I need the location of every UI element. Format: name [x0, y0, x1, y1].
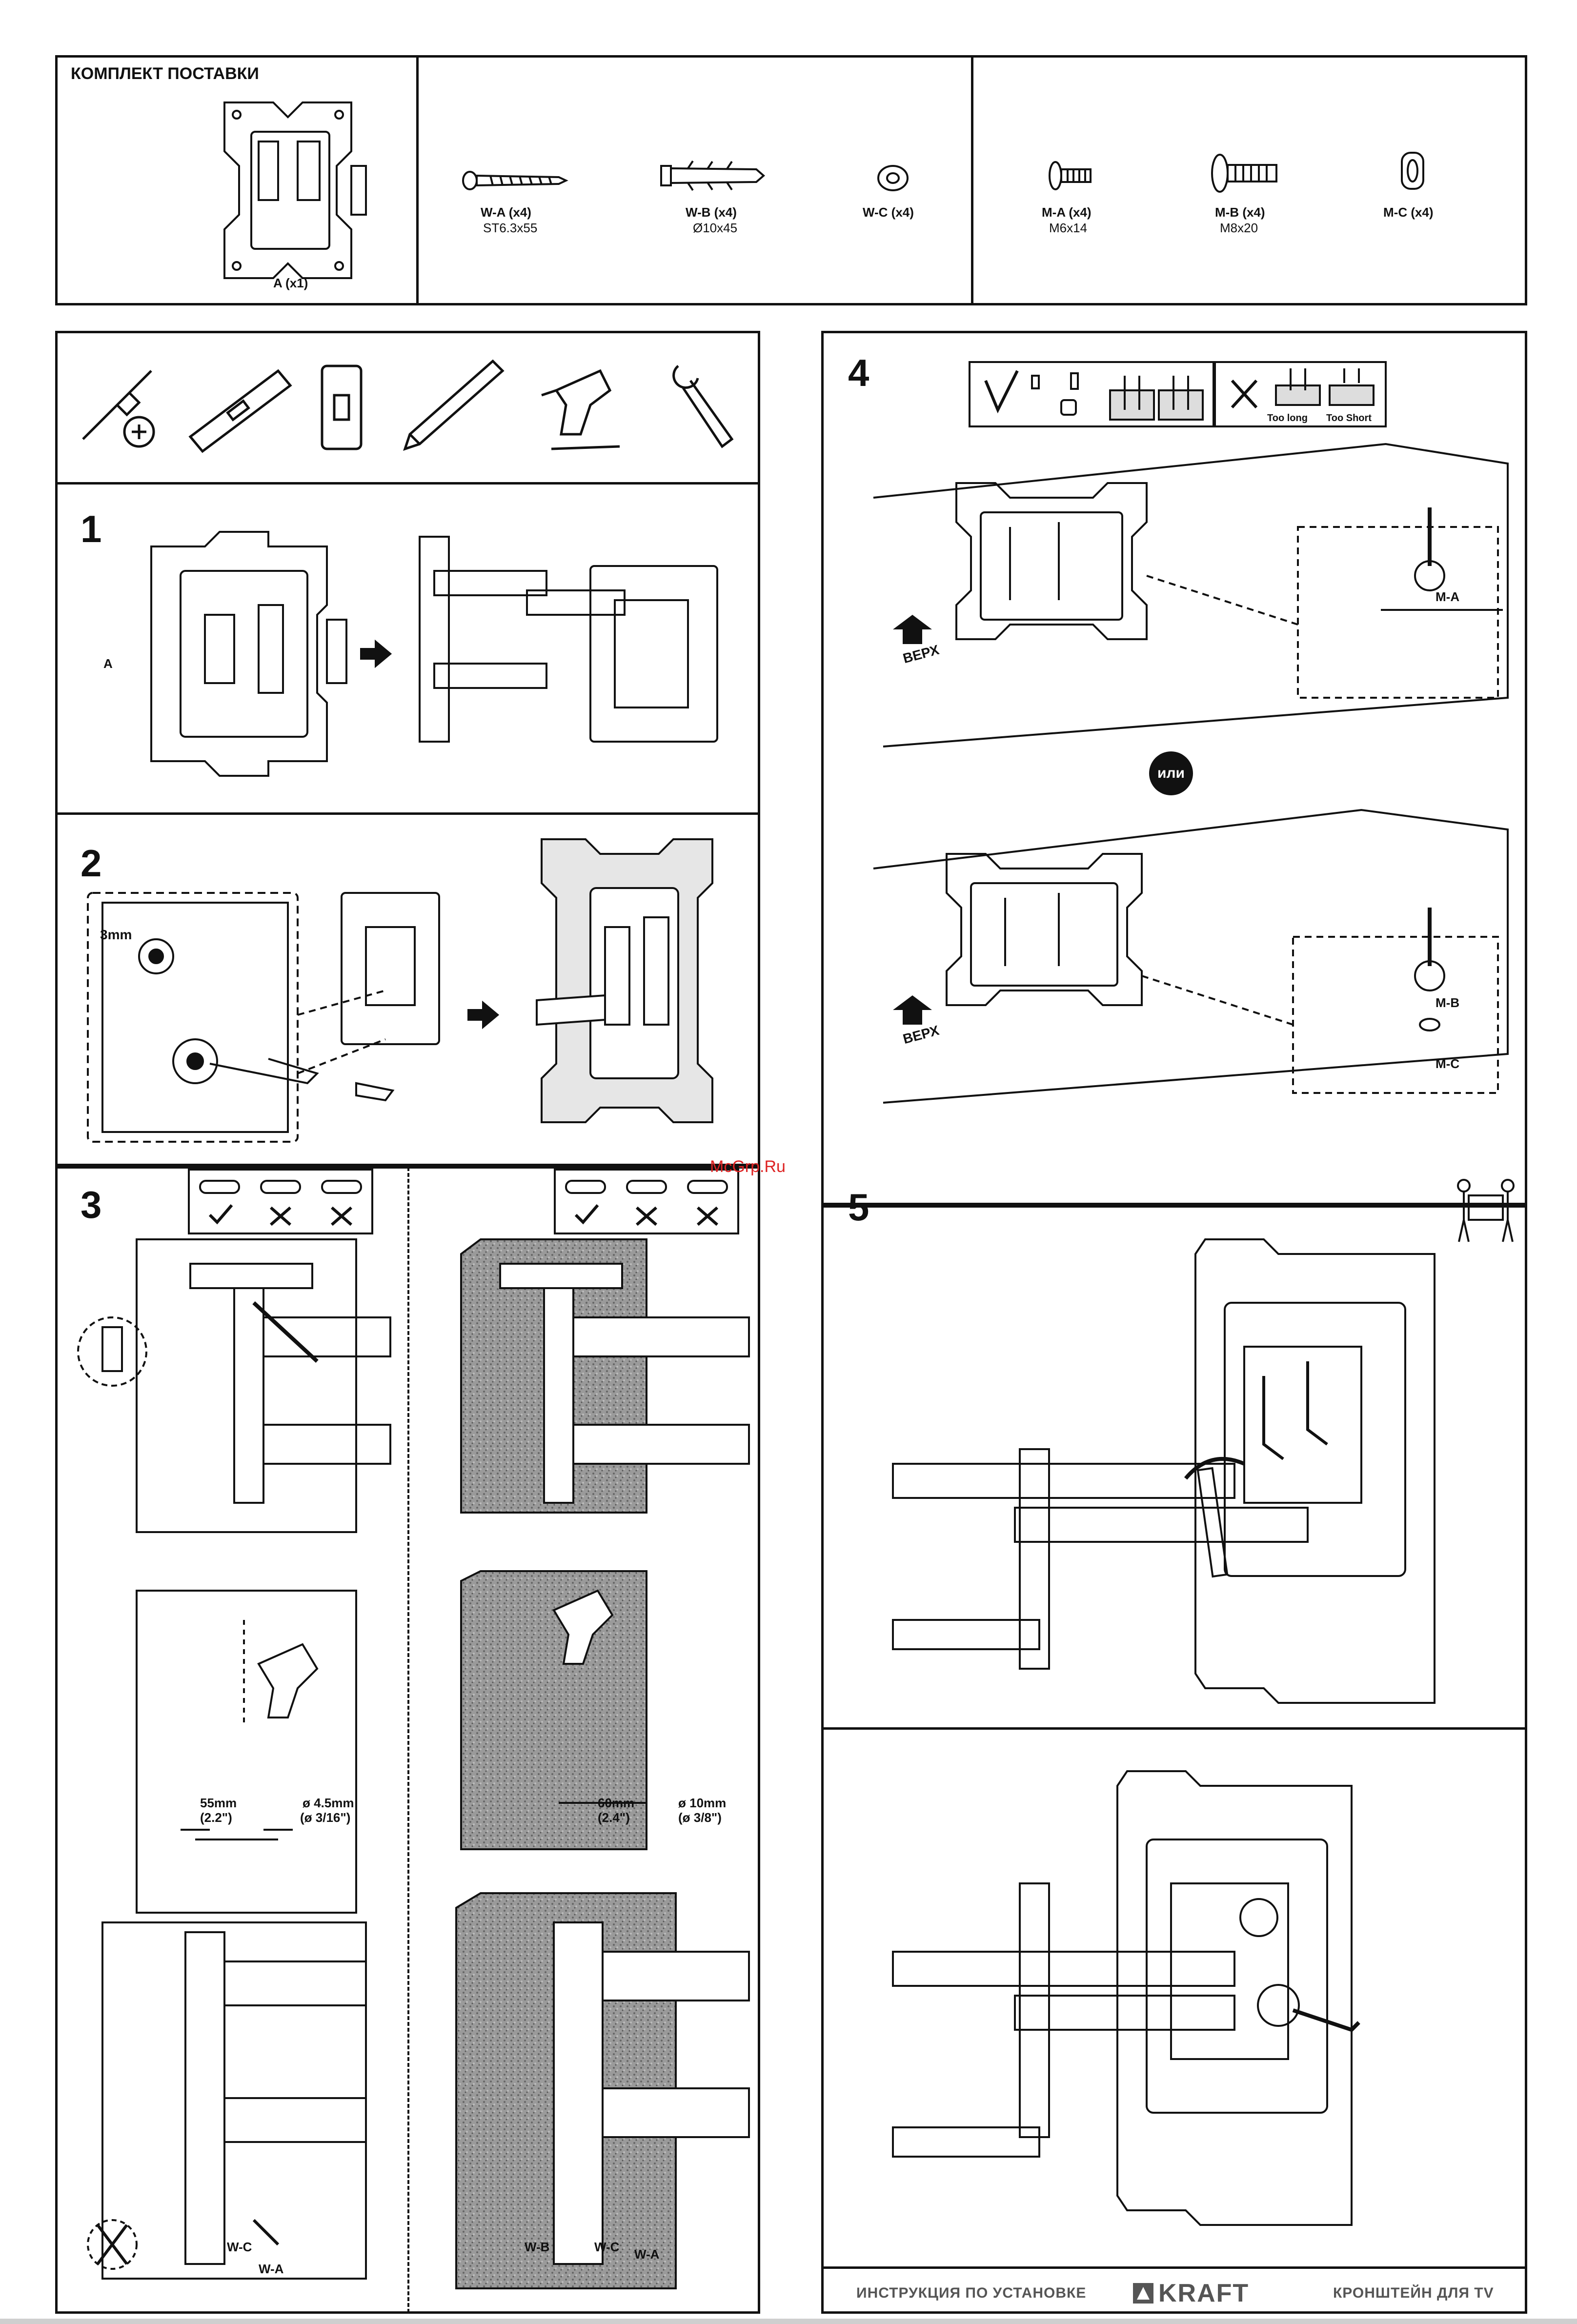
- step4-label-mc: M-C: [1435, 1056, 1460, 1071]
- concrete-drill-size-in: (ø 3/8"): [678, 1810, 722, 1825]
- kit-item-code: W-B (x4): [686, 205, 737, 220]
- kit-title: КОМПЛЕКТ ПОСТАВКИ: [71, 64, 259, 83]
- hex-key-label: 3mm: [100, 927, 132, 942]
- brand-logo: KRAFT: [1132, 2279, 1249, 2308]
- brand-name: KRAFT: [1158, 2279, 1250, 2307]
- kit-item-spec: Ø10x45: [693, 221, 738, 235]
- kit-item-code: W-A (x4): [481, 205, 531, 220]
- level-check-concrete: [554, 1169, 739, 1234]
- step5-tighten-drawing: [892, 1770, 1360, 2226]
- kit-item-spec: M6x14: [1049, 221, 1088, 235]
- kit-divider-2: [971, 55, 973, 305]
- too-long-label: Too long: [1267, 413, 1308, 424]
- step2-drawing: [87, 838, 713, 1143]
- concrete-label-wc: W-C: [594, 2240, 620, 2254]
- or-label: или: [1157, 765, 1185, 781]
- concrete-label-wa: W-A: [634, 2247, 660, 2262]
- screwdriver-icon: [82, 370, 152, 440]
- wood-label-wa: W-A: [259, 2262, 284, 2276]
- wall-anchor-icon: [660, 160, 766, 191]
- kit-item-code: M-A (x4): [1042, 205, 1092, 220]
- step-number: 2: [81, 842, 102, 885]
- wood-distance-in: (2.2"): [200, 1810, 232, 1825]
- spirit-level-icon: [188, 369, 292, 453]
- too-short-label: Too Short: [1326, 413, 1372, 424]
- kraft-logo-icon: [1133, 2283, 1153, 2304]
- page-bottom-bar: [0, 2319, 1577, 2324]
- screw-length-check: [969, 361, 1387, 427]
- step3-wood-wall-drawing: [77, 1238, 391, 2280]
- kit-item-code: M-B (x4): [1215, 205, 1265, 220]
- footer-divider: [821, 2266, 1527, 2269]
- kit-divider-1: [416, 55, 419, 305]
- concrete-distance-in: (2.4"): [598, 1810, 630, 1825]
- kit-item-code: M-C (x4): [1383, 205, 1434, 220]
- concrete-drill-size: ø 10mm: [678, 1796, 727, 1810]
- kit-main-part-label: A (x1): [273, 276, 308, 290]
- kit-item-spec: ST6.3x55: [483, 221, 538, 235]
- socket-wrench-icon: [672, 365, 734, 448]
- step1-divider: [55, 812, 760, 815]
- step4-tv-back-drawing-b: [873, 808, 1509, 1104]
- wall-plate-icon: [321, 364, 363, 450]
- machine-screw-icon: [1049, 161, 1092, 190]
- wood-drill-size: ø 4.5mm: [303, 1796, 354, 1810]
- kit-contents-panel: [55, 55, 1527, 305]
- drill-icon: [541, 369, 612, 436]
- step1-bracket-drawing: [150, 531, 718, 777]
- kit-item-spec: M8x20: [1220, 221, 1258, 235]
- watermark-text: McGrp.Ru: [710, 1157, 786, 1176]
- concrete-distance: 60mm: [598, 1796, 635, 1810]
- wood-screw-icon: [462, 171, 568, 190]
- step-number: 1: [81, 507, 102, 550]
- or-badge: или: [1149, 751, 1193, 795]
- step4-label-ma: M-A: [1435, 589, 1460, 604]
- tools-row: [82, 359, 734, 453]
- wood-drill-size-in: (ø 3/16"): [300, 1810, 351, 1825]
- machine-screw-icon: [1211, 154, 1277, 193]
- step-number: 5: [848, 1186, 869, 1229]
- footer-left-text: ИНСТРУКЦИЯ ПО УСТАНОВКЕ: [856, 2285, 1087, 2301]
- two-person-lift-icon: [1457, 1179, 1515, 1242]
- wood-label-wc: W-C: [227, 2240, 252, 2254]
- wood-distance: 55mm: [200, 1796, 237, 1810]
- part-label: A: [103, 656, 113, 671]
- step3-concrete-wall-drawing: [455, 1238, 750, 2289]
- footer-right-text: КРОНШТЕЙН ДЛЯ TV: [1333, 2285, 1494, 2301]
- step-number: 4: [848, 351, 869, 394]
- bracket-plate-drawing: [223, 101, 367, 279]
- level-check-wood: [188, 1169, 373, 1234]
- step5-hang-drawing: [892, 1238, 1435, 1704]
- step4-tv-back-drawing-a: [873, 443, 1509, 748]
- spacer-icon: [1401, 152, 1424, 190]
- step5-divider: [821, 1727, 1527, 1730]
- kit-item-code: W-C (x4): [863, 205, 914, 220]
- washer-icon: [877, 165, 909, 191]
- step4-label-mb: M-B: [1435, 995, 1460, 1010]
- concrete-label-wb: W-B: [525, 2240, 550, 2254]
- step3-split: [407, 1167, 409, 2313]
- step5-panel: [821, 1205, 1527, 2314]
- pencil-icon: [403, 359, 505, 451]
- tools-divider: [55, 482, 760, 485]
- step-number: 3: [81, 1183, 102, 1226]
